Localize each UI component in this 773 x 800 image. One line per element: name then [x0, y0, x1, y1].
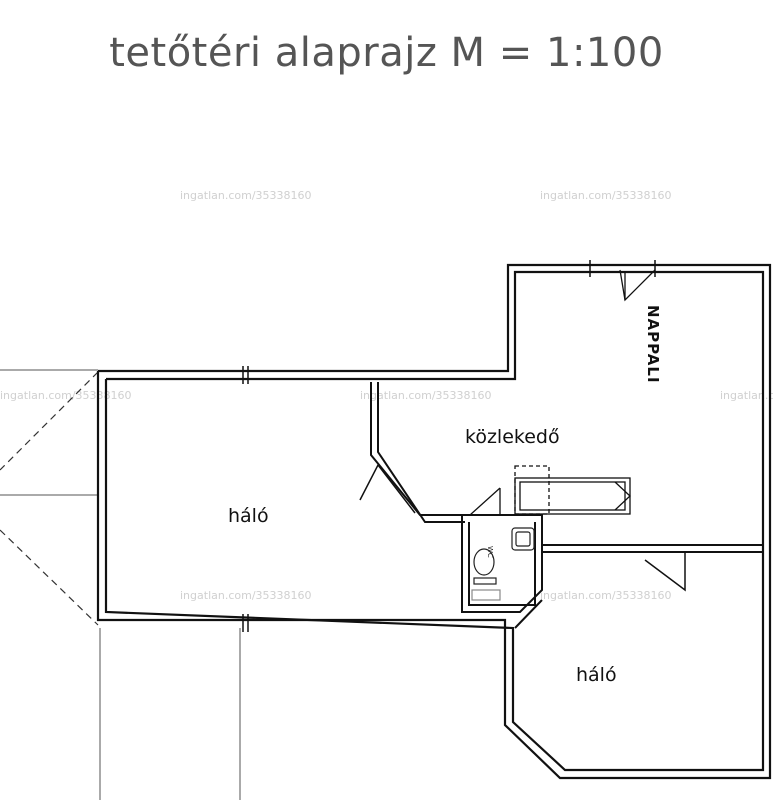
room-label-nappali: NAPPALI: [644, 305, 662, 384]
room-label-halo-right: háló: [576, 664, 617, 686]
watermark: ingatlan.com/35338160: [720, 389, 773, 402]
room-label-kozlekedo: közlekedő: [465, 426, 560, 448]
wc-label: WC: [486, 546, 494, 558]
roof-dashed-outline: [0, 371, 99, 626]
staircase-middle: [469, 465, 631, 516]
door-swing-right: [644, 552, 686, 592]
watermark: ingatlan.com/35338160: [540, 189, 672, 202]
wall-markers: [242, 260, 656, 632]
exterior-walls: [96, 263, 772, 780]
plan-title: tetőtéri alaprajz M = 1:100: [109, 30, 664, 76]
watermark: ingatlan.com/35338160: [540, 589, 672, 602]
door-swing-left: [359, 463, 416, 514]
watermark: ingatlan.com/35338160: [0, 389, 132, 402]
lower-floor-lines: [0, 369, 241, 800]
watermarks: ingatlan.com/35338160 ingatlan.com/35338…: [0, 189, 773, 602]
interior-walls: [370, 382, 763, 629]
staircase-top: [619, 269, 656, 302]
wc-fixtures: [471, 527, 535, 601]
watermark: ingatlan.com/35338160: [360, 389, 492, 402]
watermark: ingatlan.com/35338160: [180, 589, 312, 602]
room-label-halo-left: háló: [228, 505, 269, 527]
watermark: ingatlan.com/35338160: [180, 189, 312, 202]
